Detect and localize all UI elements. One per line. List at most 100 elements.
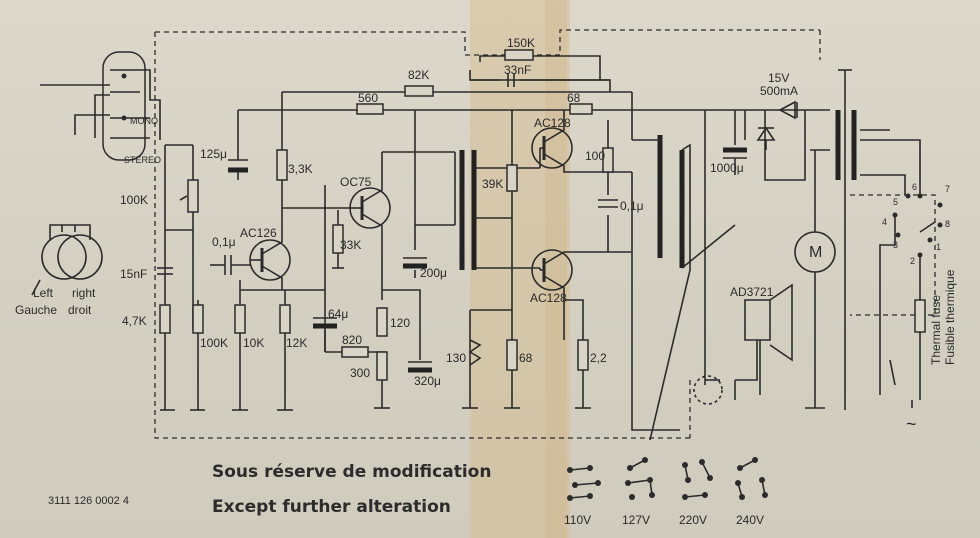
motor: M — [794, 150, 836, 409]
svg-text:MONO: MONO — [130, 116, 158, 126]
svg-text:33K: 33K — [340, 238, 361, 252]
resistor-130: 130 — [446, 339, 482, 366]
svg-text:64μ: 64μ — [328, 307, 348, 321]
svg-text:68: 68 — [519, 351, 533, 365]
transistor-ac128-bottom: AC128 — [530, 249, 632, 340]
capacitor-33nf: 33nF — [504, 63, 531, 87]
svg-text:110V: 110V — [564, 513, 591, 527]
power-transformer — [805, 69, 921, 410]
svg-text:3111 126 0002 4: 3111 126 0002 4 — [48, 495, 129, 507]
svg-text:Left: Left — [33, 286, 54, 300]
svg-text:130: 130 — [446, 351, 466, 365]
svg-text:127V: 127V — [622, 513, 650, 527]
svg-text:820: 820 — [342, 333, 362, 347]
thermal-fuse-label: Thermal fuse Fusible thermique — [929, 269, 957, 365]
transistor-oc75: OC75 — [340, 152, 391, 240]
resistor-10k: 10K — [234, 304, 264, 350]
svg-text:right: right — [72, 286, 96, 300]
svg-text:320μ: 320μ — [414, 374, 441, 388]
resistor-68-bottom: 68 — [506, 339, 533, 371]
voltage-selector: 5 6 7 4 8 3 1 2 ~ — [879, 182, 950, 434]
footer: Sous réserve de modification Except furt… — [48, 462, 491, 517]
svg-text:82K: 82K — [408, 68, 429, 82]
voltage-tap-110v: 110V — [564, 465, 601, 527]
svg-text:M: M — [809, 244, 822, 261]
svg-text:100: 100 — [585, 149, 605, 163]
svg-text:300: 300 — [350, 366, 370, 380]
svg-text:1000μ: 1000μ — [710, 161, 744, 175]
voltage-tap-220v: 220V — [679, 459, 713, 527]
transistor-ac126: AC126 — [240, 225, 291, 290]
svg-text:1: 1 — [936, 242, 941, 252]
svg-text:240V: 240V — [736, 513, 764, 527]
resistor-3-3k: 3,3K — [276, 149, 313, 181]
voltage-tap-240v: 240V — [735, 457, 768, 527]
driver-transformer — [454, 150, 540, 270]
resistor-100: 100 — [585, 147, 614, 173]
capacitor-200u: 200μ — [403, 257, 447, 280]
svg-text:AC126: AC126 — [240, 226, 277, 240]
output-transformer — [632, 135, 736, 441]
svg-text:Except further alteration: Except further alteration — [212, 497, 451, 517]
svg-text:STEREO: STEREO — [124, 155, 161, 165]
svg-text:4: 4 — [882, 217, 887, 227]
svg-text:10K: 10K — [243, 336, 264, 350]
svg-text:3,3K: 3,3K — [288, 162, 313, 176]
output-stage-wiring — [462, 120, 680, 431]
resistor-39k: 39K — [482, 110, 518, 218]
svg-text:220V: 220V — [679, 513, 707, 527]
capacitor-320u: 320μ — [408, 361, 441, 388]
svg-text:5: 5 — [893, 197, 898, 207]
input-switch: MONO STEREO — [40, 51, 161, 165]
svg-text:2: 2 — [910, 256, 915, 266]
resistor-2-2: 2,2 — [577, 339, 607, 371]
resistor-820: 820 — [325, 333, 385, 358]
svg-text:33nF: 33nF — [504, 63, 531, 77]
resistor-120: 120 — [376, 307, 410, 337]
supply-wiring — [238, 70, 806, 385]
svg-text:150K: 150K — [507, 36, 535, 50]
svg-text:39K: 39K — [482, 177, 503, 191]
svg-text:8: 8 — [945, 219, 950, 229]
potentiometer-100k-top: 100K — [120, 179, 199, 213]
svg-text:2,2: 2,2 — [590, 351, 607, 365]
svg-text:100K: 100K — [120, 193, 148, 207]
voltage-tap-127v: 127V — [622, 457, 655, 527]
svg-text:200μ: 200μ — [420, 266, 447, 280]
resistor-150k: 150K — [479, 36, 601, 80]
resistor-560: 560 — [356, 91, 384, 115]
capacitor-15nf: 15nF — [120, 267, 173, 281]
svg-text:120: 120 — [390, 316, 410, 330]
svg-text:0,1μ: 0,1μ — [212, 235, 236, 249]
speaker-ad3721: AD3721 — [693, 283, 793, 405]
svg-text:15nF: 15nF — [120, 267, 147, 281]
svg-text:OC75: OC75 — [340, 175, 372, 189]
resistor-12k: 12K — [279, 304, 307, 350]
potentiometer-100k-bottom: 100K — [192, 304, 228, 350]
svg-text:Fusible thermique: Fusible thermique — [943, 269, 957, 365]
resistor-33k: 33K — [332, 224, 361, 254]
svg-text:4,7K: 4,7K — [122, 314, 147, 328]
svg-text:12K: 12K — [286, 336, 307, 350]
capacitor-64u: 64μ — [313, 307, 348, 352]
svg-text:68: 68 — [567, 91, 581, 105]
resistor-68-top: 68 — [567, 91, 593, 115]
svg-text:560: 560 — [358, 91, 378, 105]
svg-text:~: ~ — [906, 414, 917, 434]
stage2-wiring — [332, 110, 455, 409]
transistor-ac128-top: AC128 — [531, 110, 632, 173]
svg-text:6: 6 — [912, 182, 917, 192]
svg-text:AC128: AC128 — [534, 116, 571, 130]
capacitor-1000u: 1000μ — [710, 110, 747, 175]
svg-text:Thermal fuse: Thermal fuse — [929, 295, 943, 365]
capacitor-125u: 125μ — [200, 110, 248, 180]
capacitor-0-1u-output: 0,1μ — [598, 199, 644, 213]
svg-text:100K: 100K — [200, 336, 228, 350]
resistor-82k: 82K — [404, 68, 434, 97]
adhesive-tape-strip — [470, 0, 570, 538]
svg-text:0,1μ: 0,1μ — [620, 199, 644, 213]
svg-text:AD3721: AD3721 — [730, 285, 774, 299]
resistor-300: 300 — [350, 351, 388, 381]
svg-text:Gauche: Gauche — [15, 303, 57, 317]
